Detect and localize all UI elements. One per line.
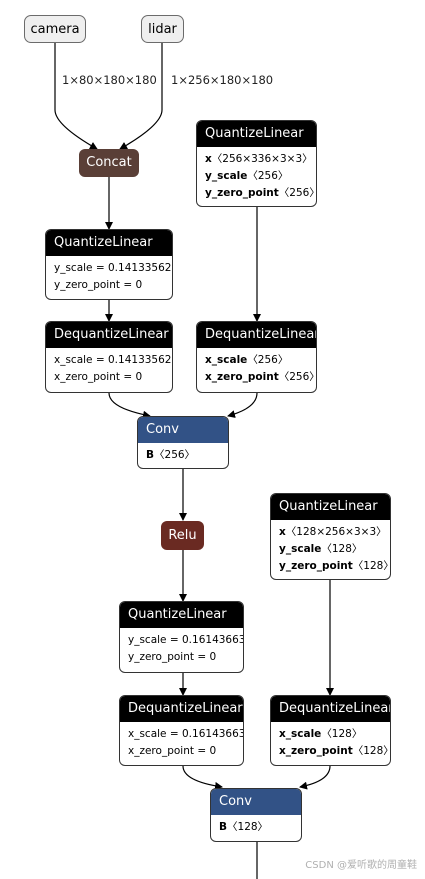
attr-x-zero-point: x_zero_point〈256〉 (205, 371, 317, 383)
edge-label-camera-shape: 1×80×180×180 (62, 73, 157, 87)
attr-b: B〈256〉 (146, 449, 196, 461)
weight-dequantize-linear-node-1[interactable]: DequantizeLinear x_scale〈256〉 x_zero_poi… (196, 321, 317, 393)
weight-dequantize-linear-node-2[interactable]: DequantizeLinear x_scale〈128〉 x_zero_poi… (270, 695, 391, 766)
edge-wdq2-conv2 (299, 765, 331, 790)
attr-x-zero-point: x_zero_point = 0 (128, 745, 217, 757)
quantize-linear-node-1[interactable]: QuantizeLinear y_scale = 0.14133562... y… (45, 229, 173, 300)
edge-dq1-conv1 (108, 392, 151, 419)
attr-b: B〈128〉 (219, 821, 269, 833)
weight-quantize-linear-node-2[interactable]: QuantizeLinear x〈128×256×3×3〉 y_scale〈12… (270, 493, 391, 580)
attr-x-scale: x_scale〈128〉 (279, 728, 363, 740)
edge-label-lidar-shape: 1×256×180×180 (171, 73, 274, 87)
node-title: Conv (138, 417, 228, 443)
edge-wdq1-conv1 (227, 392, 258, 418)
attr-y-zero-point: y_zero_point〈128〉 (279, 560, 391, 572)
input-camera[interactable]: camera (24, 15, 86, 43)
node-title: DequantizeLinear (271, 696, 390, 722)
attr-x-zero-point: x_zero_point〈128〉 (279, 745, 391, 757)
node-title: DequantizeLinear (46, 322, 172, 348)
edge-lidar-concat (119, 43, 163, 150)
weight-quantize-linear-node-1[interactable]: QuantizeLinear x〈256×336×3×3〉 y_scale〈25… (196, 120, 317, 207)
node-title: QuantizeLinear (197, 121, 316, 147)
attr-x-scale: x_scale = 0.16143663... (128, 728, 243, 740)
attr-y-zero-point: y_zero_point = 0 (54, 279, 143, 291)
attr-x: x〈256×336×3×3〉 (205, 153, 313, 165)
edge-dq2-conv2 (182, 765, 223, 790)
quantize-linear-node-2[interactable]: QuantizeLinear y_scale = 0.16143663... y… (119, 601, 244, 673)
concat-node[interactable]: Concat (79, 149, 139, 177)
node-title: Conv (211, 789, 301, 815)
dequantize-linear-node-1[interactable]: DequantizeLinear x_scale = 0.14133562...… (45, 321, 173, 393)
conv-node-2[interactable]: Conv B〈128〉 (210, 788, 302, 842)
watermark-text: CSDN @爱听歌的周童鞋 (305, 860, 417, 871)
relu-node[interactable]: Relu (161, 521, 204, 550)
attr-x-scale: x_scale = 0.14133562... (54, 354, 173, 366)
node-title: DequantizeLinear (120, 696, 243, 722)
attr-x-scale: x_scale〈256〉 (205, 354, 289, 366)
edge-camera-concat (54, 43, 98, 150)
attr-y-scale: y_scale = 0.16143663... (128, 634, 243, 646)
node-title: QuantizeLinear (46, 230, 172, 256)
node-title: QuantizeLinear (120, 602, 243, 628)
node-title: QuantizeLinear (271, 494, 390, 520)
attr-y-scale: y_scale〈128〉 (279, 543, 363, 555)
attr-y-scale: y_scale = 0.14133562... (54, 262, 173, 274)
input-lidar[interactable]: lidar (141, 15, 184, 43)
attr-y-zero-point: y_zero_point = 0 (128, 651, 217, 663)
attr-x-zero-point: x_zero_point = 0 (54, 371, 143, 383)
attr-y-zero-point: y_zero_point〈256〉 (205, 187, 317, 199)
node-title: DequantizeLinear (197, 322, 316, 348)
dequantize-linear-node-2[interactable]: DequantizeLinear x_scale = 0.16143663...… (119, 695, 244, 766)
attr-y-scale: y_scale〈256〉 (205, 170, 289, 182)
conv-node-1[interactable]: Conv B〈256〉 (137, 416, 229, 469)
attr-x: x〈128×256×3×3〉 (279, 526, 387, 538)
